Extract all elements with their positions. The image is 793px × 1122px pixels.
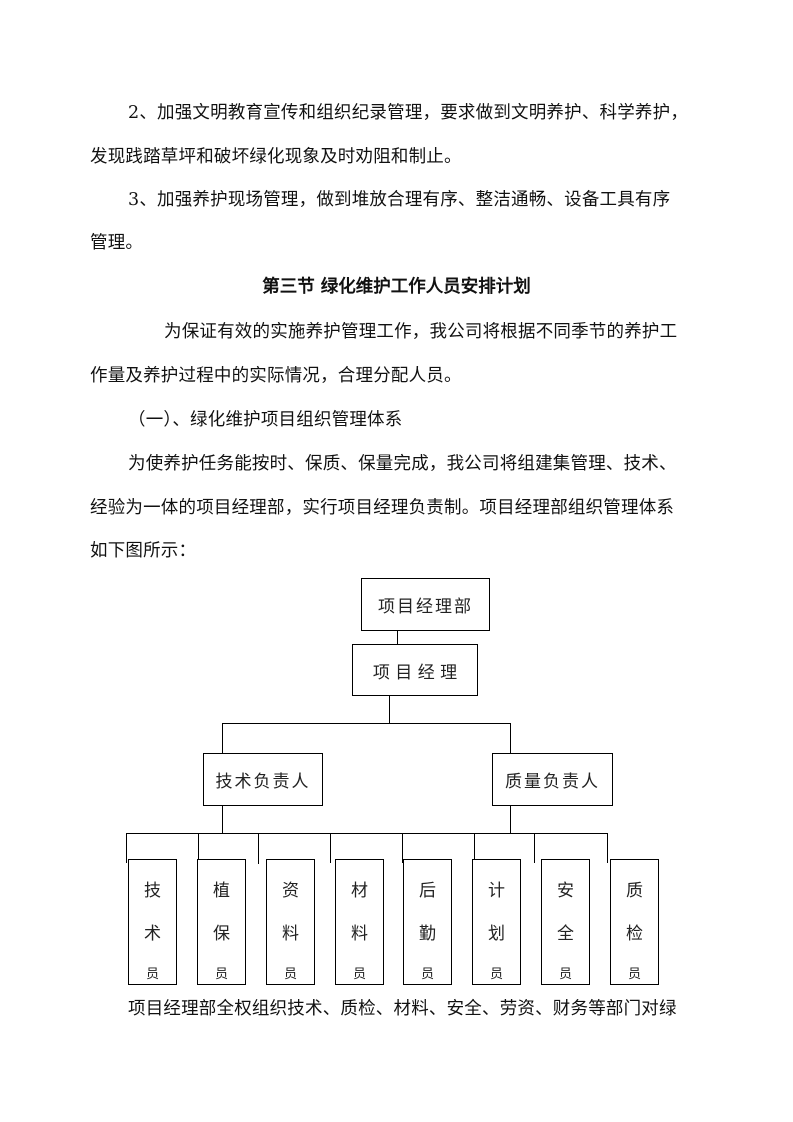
connector-line <box>510 805 511 833</box>
org-box-tech-lead: 技术负责人 <box>203 753 323 806</box>
org-box-staff-materials: 材 料 员 <box>335 859 384 985</box>
staff-char: 料 <box>351 924 368 944</box>
staff-char: 保 <box>213 924 230 944</box>
connector-line <box>397 630 398 644</box>
org-box-manager: 项 目 经 理 <box>352 644 478 696</box>
org-box-staff-docs: 资 料 员 <box>266 859 315 985</box>
org-box-staff-plant: 植 保 员 <box>197 859 246 985</box>
staff-char: 划 <box>488 924 505 944</box>
staff-char: 员 <box>283 967 297 982</box>
org-box-staff-tech: 技 术 员 <box>128 859 177 985</box>
paragraph-item-3: 3、加强养护现场管理，做到堆放合理有序、整洁通畅、设备工具有序 <box>128 190 671 210</box>
staff-char: 全 <box>557 924 574 944</box>
staff-char: 员 <box>489 967 503 982</box>
org-box-staff-planning: 计 划 员 <box>472 859 521 985</box>
staff-char: 员 <box>352 967 366 982</box>
org-box-staff-logistics: 后 勤 员 <box>403 859 452 985</box>
staff-char: 员 <box>145 967 159 982</box>
connector-line <box>126 833 608 834</box>
org-box-root: 项目经理部 <box>361 578 490 631</box>
connector-line <box>474 833 475 860</box>
connector-line <box>402 833 403 863</box>
connector-line <box>389 695 390 723</box>
connector-line <box>534 833 535 863</box>
body-line-3: 如下图所示： <box>90 541 197 561</box>
staff-char: 料 <box>282 924 299 944</box>
connector-line <box>510 723 511 753</box>
staff-char: 员 <box>627 967 641 982</box>
closing-line: 项目经理部全权组织技术、质检、材料、安全、劳资、财务等部门对绿 <box>128 999 677 1019</box>
paragraph-item-2-cont: 发现践踏草坪和破坏绿化现象及时劝阻和制止。 <box>90 147 462 167</box>
connector-line <box>222 805 223 833</box>
staff-char: 质 <box>626 881 643 901</box>
paragraph-item-3-cont: 管理。 <box>90 233 144 253</box>
staff-char: 技 <box>144 881 161 901</box>
connector-line <box>607 833 608 863</box>
org-box-quality-lead: 质量负责人 <box>492 753 613 806</box>
connector-line <box>222 723 511 724</box>
connector-line <box>330 833 331 863</box>
connector-line <box>126 833 127 863</box>
staff-char: 员 <box>214 967 228 982</box>
staff-char: 术 <box>144 924 161 944</box>
org-box-staff-qc: 质 检 员 <box>610 859 659 985</box>
connector-line <box>222 723 223 753</box>
staff-char: 检 <box>626 924 643 944</box>
staff-char: 安 <box>557 881 574 901</box>
staff-char: 资 <box>282 881 299 901</box>
staff-char: 材 <box>351 881 368 901</box>
intro-line-2: 作量及养护过程中的实际情况，合理分配人员。 <box>90 366 462 386</box>
paragraph-item-2: 2、加强文明教育宣传和组织纪录管理，要求做到文明养护、科学养护， <box>128 103 689 123</box>
connector-line <box>198 833 199 860</box>
body-line-2: 经验为一体的项目经理部，实行项目经理负责制。项目经理部组织管理体系 <box>90 498 675 518</box>
staff-char: 员 <box>558 967 572 982</box>
staff-char: 勤 <box>419 924 436 944</box>
subheading: （一）、绿化维护项目组织管理体系 <box>128 410 403 430</box>
section-heading: 第三节 绿化维护工作人员安排计划 <box>262 277 531 297</box>
connector-line <box>258 833 259 864</box>
body-line-1: 为使养护任务能按时、保质、保量完成，我公司将组建集管理、技术、 <box>128 454 677 474</box>
staff-char: 植 <box>213 881 230 901</box>
staff-char: 后 <box>419 881 436 901</box>
org-box-staff-safety: 安 全 员 <box>541 859 590 985</box>
staff-char: 计 <box>488 881 505 901</box>
intro-line-1: 为保证有效的实施养护管理工作，我公司将根据不同季节的养护工 <box>164 322 678 342</box>
staff-char: 员 <box>420 967 434 982</box>
